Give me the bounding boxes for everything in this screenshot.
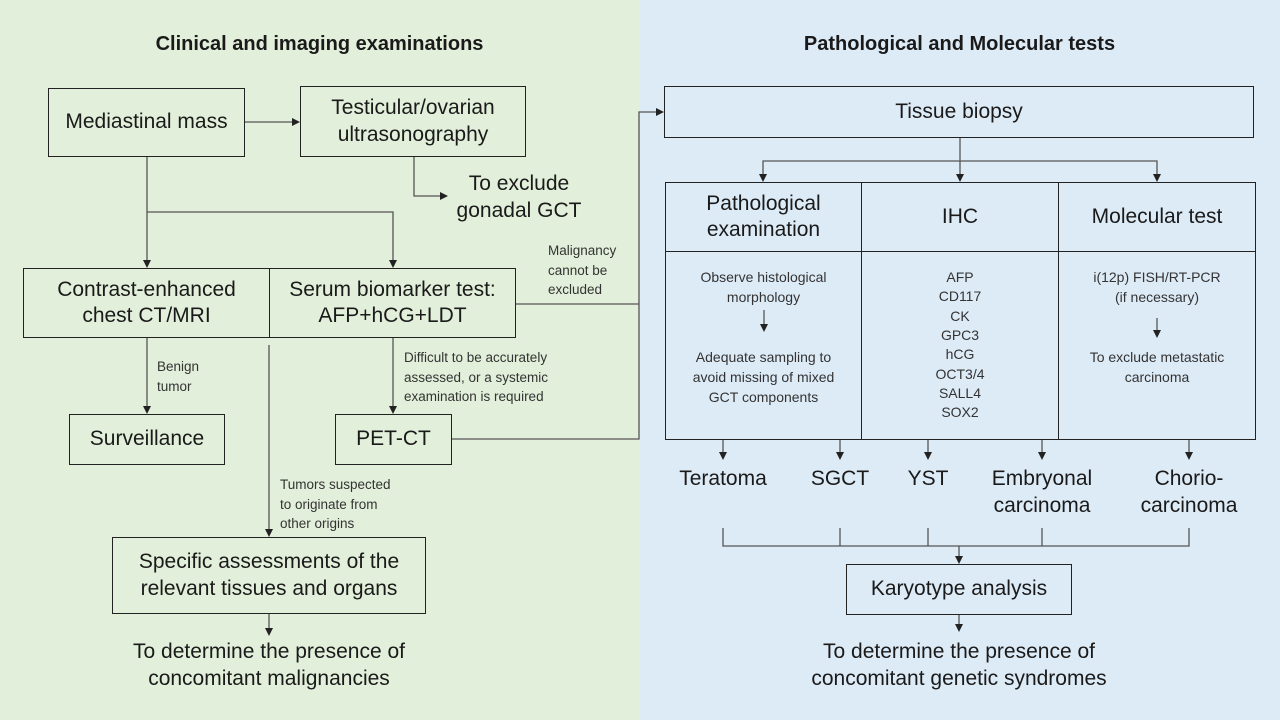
path-sampling-text: Adequate sampling to avoid missing of mi… [666, 348, 861, 408]
ihc-marker: SALL4 [938, 384, 982, 401]
note-line: assessed, or a systemic [404, 369, 549, 385]
specific-line: relevant tissues and organs [140, 576, 398, 600]
ihc-marker: GPC3 [940, 326, 980, 343]
determine-genetic-text: To determine the presence of concomitant… [759, 638, 1159, 693]
left-panel-heading: Clinical and imaging examinations [155, 33, 484, 55]
specific-assessments-box: Specific assessments of the relevant tis… [112, 537, 426, 614]
tumor-type-line: Embryonal [991, 467, 1093, 490]
pathological-molecular-panel [639, 0, 1280, 720]
text-line: avoid missing of mixed [692, 368, 835, 385]
surveillance-label: Surveillance [89, 427, 205, 451]
text-line: morphology [726, 288, 801, 305]
ihc-marker: SOX2 [941, 404, 979, 421]
note-line: tumor [157, 378, 192, 394]
karyotype-box: Karyotype analysis [846, 564, 1072, 615]
ihc-header: IHC [861, 182, 1059, 252]
determine-line: concomitant genetic syndromes [811, 667, 1107, 691]
difficult-note: Difficult to be accurately assessed, or … [404, 348, 548, 407]
note-line: Tumors suspected [280, 477, 391, 492]
tumor-type-choriocarcinoma: Chorio- carcinoma [1119, 465, 1259, 520]
exclude-gonadal-line: gonadal GCT [456, 199, 582, 223]
path-observe-text: Observe histological morphology [666, 268, 861, 308]
tumors-note: Tumors suspected to originate from other… [280, 475, 391, 534]
note-line: Benign [157, 359, 200, 374]
determine-line: To determine the presence of [133, 640, 405, 663]
tumor-type-teratoma: Teratoma [663, 465, 783, 492]
ihc-marker: CK [950, 307, 970, 324]
column-title-line: Molecular test [1091, 204, 1223, 228]
ct-mri-line: chest CT/MRI [82, 304, 211, 327]
tissue-biopsy-box: Tissue biopsy [664, 86, 1254, 138]
note-line: excluded [548, 282, 603, 298]
determine-malignancies-text: To determine the presence of concomitant… [69, 638, 469, 693]
tumor-type-line: carcinoma [1140, 494, 1238, 518]
mediastinal-mass-label: Mediastinal mass [65, 110, 228, 134]
determine-line: To determine the presence of [823, 640, 1095, 663]
ihc-marker: CD117 [938, 288, 982, 305]
serum-test-line: Serum biomarker test: [289, 277, 496, 301]
pathological-exam-header: Pathological examination [665, 182, 862, 252]
text-line: i(12p) FISH/RT-PCR [1093, 269, 1221, 285]
note-line: examination is required [404, 389, 544, 405]
text-line: carcinoma [1124, 368, 1190, 385]
ultrasonography-line: ultrasonography [337, 122, 489, 146]
specific-line: Specific assessments of the [138, 550, 400, 574]
surveillance-box: Surveillance [69, 414, 225, 465]
text-line: Adequate sampling to [695, 349, 832, 365]
tumor-type-line: Teratoma [679, 467, 767, 490]
mediastinal-mass-box: Mediastinal mass [48, 88, 245, 157]
malignancy-note: Malignancy cannot be excluded [548, 241, 616, 300]
tumor-type-line: YST [907, 467, 949, 490]
ihc-marker-list: AFP CD117 CK GPC3 hCG OCT3/4 SALL4 SOX2 [862, 268, 1058, 423]
tissue-biopsy-label: Tissue biopsy [895, 99, 1023, 123]
note-line: Malignancy [548, 243, 617, 258]
determine-line: concomitant malignancies [148, 667, 390, 691]
tumor-type-line: carcinoma [993, 494, 1091, 518]
note-line: cannot be [548, 262, 608, 278]
tumor-type-embryonal: Embryonal carcinoma [972, 465, 1112, 520]
ct-mri-line: Contrast-enhanced [57, 277, 236, 301]
karyotype-label: Karyotype analysis [870, 577, 1048, 601]
mol-fish-text: i(12p) FISH/RT-PCR (if necessary) [1059, 268, 1255, 308]
serum-biomarker-box: Serum biomarker test: AFP+hCG+LDT [269, 268, 516, 338]
molecular-test-header: Molecular test [1058, 182, 1256, 252]
ultrasonography-box: Testicular/ovarian ultrasonography [300, 86, 526, 157]
serum-test-line: AFP+hCG+LDT [318, 304, 467, 327]
ihc-marker: hCG [945, 346, 975, 363]
tumor-type-line: SGCT [810, 467, 870, 490]
tumor-type-yst: YST [888, 465, 968, 492]
ihc-marker: OCT3/4 [935, 365, 985, 382]
text-line: Observe histological [700, 269, 827, 285]
column-title-line: Pathological [706, 191, 821, 215]
pet-ct-label: PET-CT [356, 427, 431, 451]
exclude-gonadal-text: To exclude gonadal GCT [450, 170, 588, 225]
pet-ct-box: PET-CT [335, 414, 452, 465]
molecular-test-body: i(12p) FISH/RT-PCR (if necessary) To exc… [1058, 251, 1256, 440]
note-line: Difficult to be accurately [404, 350, 548, 365]
ultrasonography-line: Testicular/ovarian [331, 96, 495, 120]
benign-note: Benign tumor [157, 357, 199, 396]
exclude-gonadal-line: To exclude [468, 172, 570, 195]
pathological-exam-body: Observe histological morphology Adequate… [665, 251, 862, 440]
ihc-marker: AFP [946, 269, 974, 285]
note-line: other origins [280, 516, 355, 532]
text-line: (if necessary) [1114, 288, 1200, 305]
column-title-line: IHC [941, 204, 979, 228]
tumor-type-line: Chorio- [1154, 467, 1224, 490]
column-title-line: examination [706, 218, 821, 241]
mol-exclude-text: To exclude metastatic carcinoma [1059, 348, 1255, 388]
text-line: GCT components [708, 388, 819, 405]
right-panel-heading: Pathological and Molecular tests [803, 33, 1116, 55]
tumor-type-sgct: SGCT [790, 465, 890, 492]
ct-mri-box: Contrast-enhanced chest CT/MRI [23, 268, 270, 338]
note-line: to originate from [280, 496, 378, 512]
ihc-body: AFP CD117 CK GPC3 hCG OCT3/4 SALL4 SOX2 [861, 251, 1059, 440]
text-line: To exclude metastatic [1089, 349, 1225, 365]
